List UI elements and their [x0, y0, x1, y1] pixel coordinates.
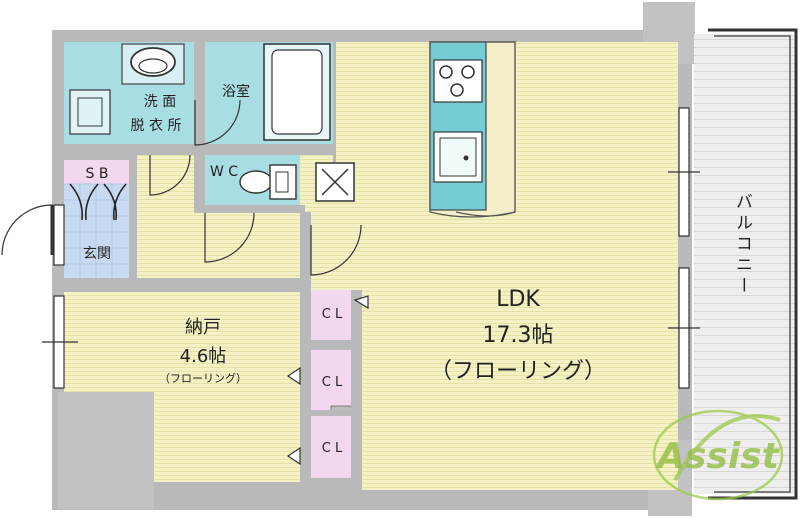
- washroom-label-line2: 脱 衣 所: [131, 118, 182, 134]
- windows: [42, 107, 700, 389]
- closet-1-floor: [311, 290, 355, 340]
- assist-logo-text: Assist: [654, 436, 780, 477]
- ldk-floor: [305, 42, 678, 490]
- storage-room-floor: [64, 292, 300, 482]
- closet-2-label: C L: [322, 375, 343, 390]
- interior-walls: [64, 42, 362, 490]
- doors: [1, 99, 369, 466]
- closet-2-floor: [311, 350, 351, 410]
- entrance-label: 玄関: [83, 245, 111, 262]
- ldk-name-label: LDK: [496, 287, 540, 312]
- storage-room-floor-label: （フローリング）: [159, 371, 247, 385]
- washroom-label-line1: 洗 面: [144, 94, 176, 110]
- toilet-icon: [239, 164, 297, 200]
- bathroom-label: 浴室: [222, 83, 250, 100]
- washbasin-icon: [121, 43, 185, 85]
- ldk-size-label: 17.3帖: [483, 323, 554, 348]
- closet-1-label: C L: [322, 307, 343, 322]
- storage-room-name-label: 納戸: [185, 317, 221, 338]
- sink-icon: [433, 131, 483, 183]
- closet-3-floor: [311, 416, 351, 478]
- washing-machine-pan-icon: [69, 89, 111, 135]
- closet-3-label: C L: [322, 441, 343, 456]
- assist-logo: Assist: [652, 409, 784, 501]
- storage-room-size-label: 4.6帖: [180, 346, 227, 367]
- shoe-box-curtain-icon: [69, 183, 127, 221]
- ldk-floor-label: （フローリング）: [430, 359, 606, 384]
- wc-label: W C: [210, 164, 238, 180]
- stove-icon: [433, 59, 483, 103]
- bathtub-icon: [263, 43, 331, 141]
- wall-corner-bottom-left: [58, 392, 154, 510]
- balcony-label: バルコニー: [732, 193, 752, 298]
- shoe-box-label: S B: [86, 166, 109, 182]
- refrigerator-space-icon: [315, 162, 355, 202]
- entrance-pattern: [64, 183, 129, 278]
- shoe-box-floor: [64, 160, 129, 184]
